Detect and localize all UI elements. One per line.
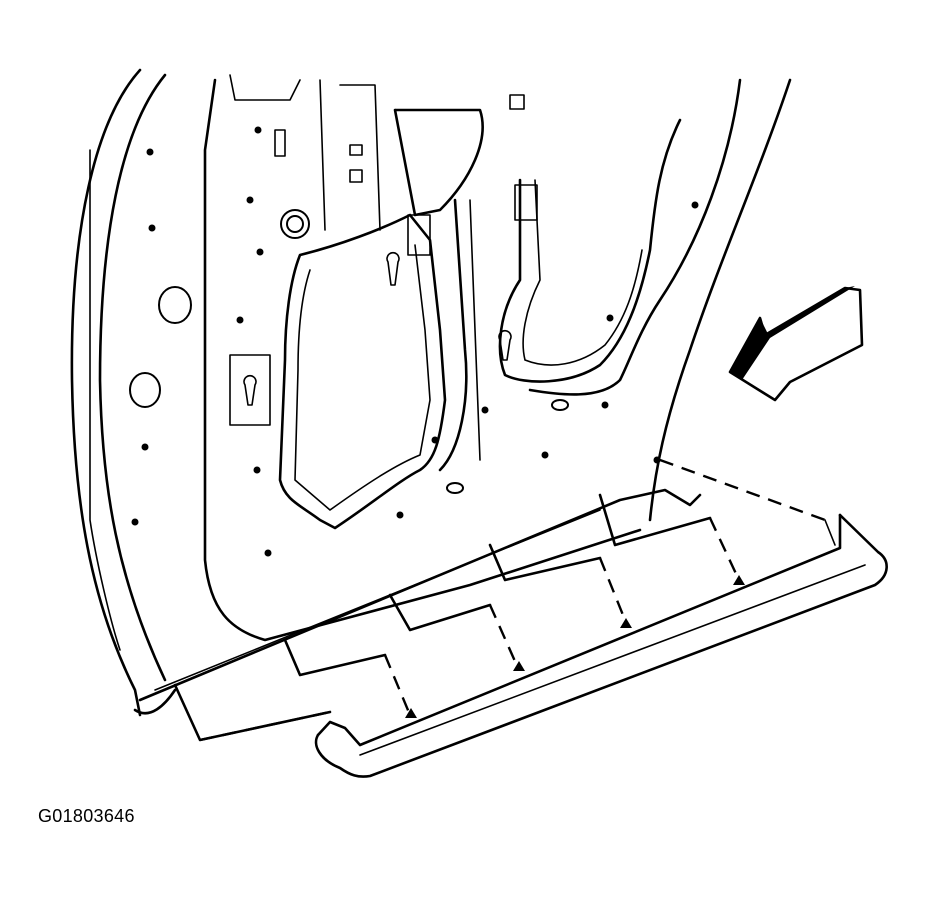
retainer-clips	[173, 458, 826, 742]
body-sill-flange	[133, 488, 702, 715]
rocker-sill-molding	[314, 513, 888, 778]
figure-id-label: G01803646	[38, 806, 135, 826]
door-opening-body-panel	[70, 68, 792, 717]
view-direction-arrow	[728, 286, 864, 402]
